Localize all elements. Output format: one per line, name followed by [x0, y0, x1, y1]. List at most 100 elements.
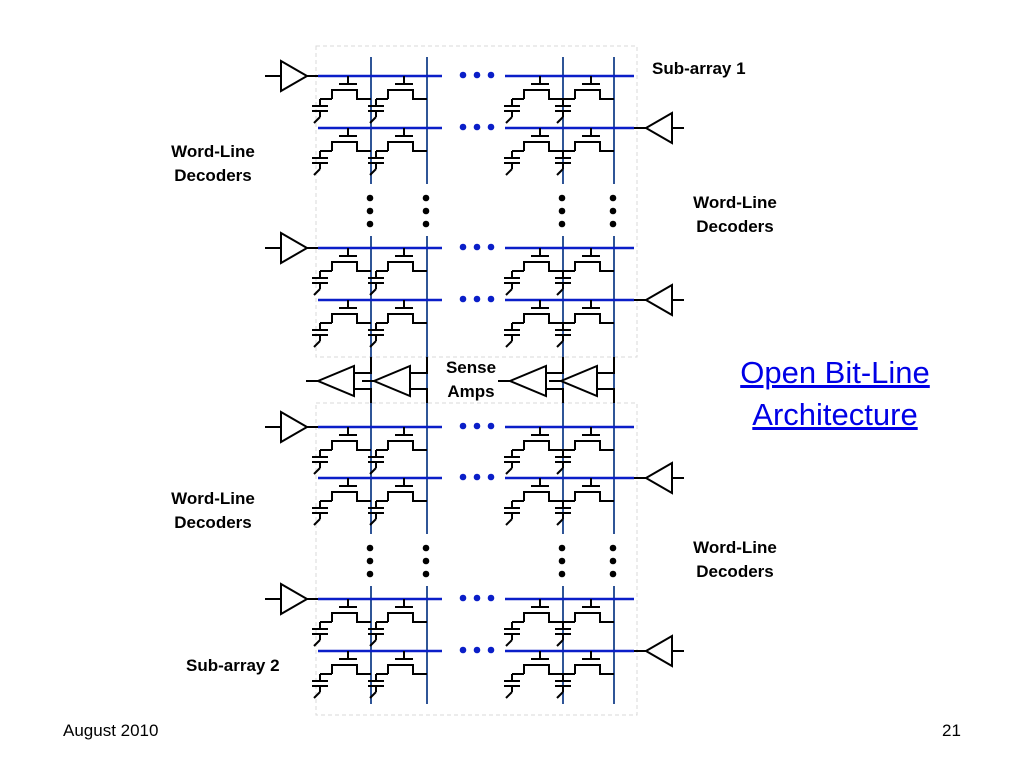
transistor-channel [331, 261, 371, 272]
ground-slash-icon [313, 168, 321, 176]
sense-amp-input-bottom [546, 388, 564, 403]
transistor-channel [523, 313, 563, 324]
ground-slash-icon [313, 340, 321, 348]
dram-cell [555, 300, 614, 348]
horizontal-ellipsis-dot [459, 243, 467, 251]
dram-cell [368, 300, 427, 348]
dram-cell [312, 248, 371, 296]
dram-cell [555, 599, 614, 647]
horizontal-ellipsis-dot [459, 71, 467, 79]
dram-cell [368, 427, 427, 475]
ground-slash-icon [556, 639, 564, 647]
horizontal-ellipsis-dot [487, 295, 495, 303]
word-line-driver-left [265, 59, 318, 93]
transistor-channel [523, 141, 563, 152]
transistor-channel [523, 89, 563, 100]
label-line: Amps [447, 382, 495, 401]
ground-slash-icon [556, 340, 564, 348]
ground-slash-icon [313, 288, 321, 296]
ground-slash-icon [369, 288, 377, 296]
subarray-1-border [315, 45, 638, 358]
transistor-channel [523, 261, 563, 272]
word-line-decoders-label-left-bottom: Word-Line Decoders [158, 487, 268, 535]
dram-cell [555, 651, 614, 699]
horizontal-ellipsis-dot [473, 473, 481, 481]
word-lines [318, 74, 634, 653]
vertical-ellipsis-dot [558, 194, 566, 202]
label-line: Decoders [696, 217, 774, 236]
horizontal-ellipsis-dot [473, 594, 481, 602]
sense-amp-triangle-icon [507, 364, 547, 398]
transistor-channel [523, 664, 563, 675]
transistor-channel [387, 491, 427, 502]
label-line: Decoders [174, 513, 252, 532]
horizontal-ellipsis-dot [459, 123, 467, 131]
sense-amp-input-top [597, 357, 615, 374]
label-line: Word-Line [171, 142, 255, 161]
vertical-ellipsis-dot [422, 207, 430, 215]
sense-amp-input-top [354, 357, 372, 374]
transistor-channel [387, 89, 427, 100]
horizontal-ellipsis-dot [473, 646, 481, 654]
ellipsis-dots [366, 71, 617, 654]
horizontal-ellipsis-dot [459, 646, 467, 654]
ground-slash-icon [556, 168, 564, 176]
word-line-driver-right [634, 283, 684, 317]
dram-cell [504, 300, 563, 348]
sense-amp [306, 357, 372, 403]
page-number: 21 [942, 721, 961, 740]
sense-amp-input-bottom [354, 388, 372, 403]
transistor-channel [331, 440, 371, 451]
transistor-channel [574, 664, 614, 675]
dram-cell [312, 478, 371, 526]
ground-slash-icon [369, 467, 377, 475]
dram-cell [312, 128, 371, 176]
dram-cell [368, 248, 427, 296]
horizontal-ellipsis-dot [487, 473, 495, 481]
word-line-decoders-label-left-top: Word-Line Decoders [158, 140, 268, 188]
ground-slash-icon [556, 288, 564, 296]
vertical-ellipsis-dot [422, 220, 430, 228]
buffer-triangle-icon [643, 634, 673, 668]
label-line: Word-Line [693, 193, 777, 212]
title-line-1[interactable]: Open Bit-Line [740, 355, 930, 390]
word-line-driver-right [634, 461, 684, 495]
label-line: Decoders [174, 166, 252, 185]
ground-slash-icon [505, 168, 513, 176]
vertical-ellipsis-dot [558, 557, 566, 565]
slide-title-link[interactable]: Open Bit-Line Architecture [700, 352, 970, 436]
vertical-ellipsis-dot [609, 194, 617, 202]
dram-cell [312, 427, 371, 475]
sense-amp-input-top [546, 357, 564, 374]
transistor-channel [523, 440, 563, 451]
dram-cell [368, 76, 427, 124]
ground-slash-icon [369, 639, 377, 647]
buffer-triangle-icon [280, 59, 310, 93]
title-line-2[interactable]: Architecture [752, 397, 918, 432]
transistor-channel [574, 313, 614, 324]
vertical-ellipsis-dot [366, 544, 374, 552]
word-line-decoders-label-right-bottom: Word-Line Decoders [680, 536, 790, 584]
horizontal-ellipsis-dot [487, 646, 495, 654]
label-line: Sense [445, 358, 497, 377]
sense-amp-input-bottom [597, 388, 615, 403]
word-line-driver-left [265, 410, 318, 444]
buffer-triangle-icon [643, 111, 673, 145]
transistor-channel [523, 491, 563, 502]
buffer-triangle-icon [643, 461, 673, 495]
vertical-ellipsis-dot [558, 220, 566, 228]
transistor-channel [331, 612, 371, 623]
transistor-channel [331, 141, 371, 152]
footer-date: August 2010 [63, 721, 159, 740]
transistor-channel [574, 261, 614, 272]
subarray-1-label: Sub-array 1 [652, 59, 746, 78]
dram-cell [368, 651, 427, 699]
vertical-ellipsis-dot [558, 207, 566, 215]
horizontal-ellipsis-dot [459, 295, 467, 303]
dram-cell [504, 478, 563, 526]
vertical-ellipsis-dot [609, 570, 617, 578]
ground-slash-icon [505, 467, 513, 475]
label-line: Word-Line [171, 489, 255, 508]
label-line: Word-Line [693, 538, 777, 557]
